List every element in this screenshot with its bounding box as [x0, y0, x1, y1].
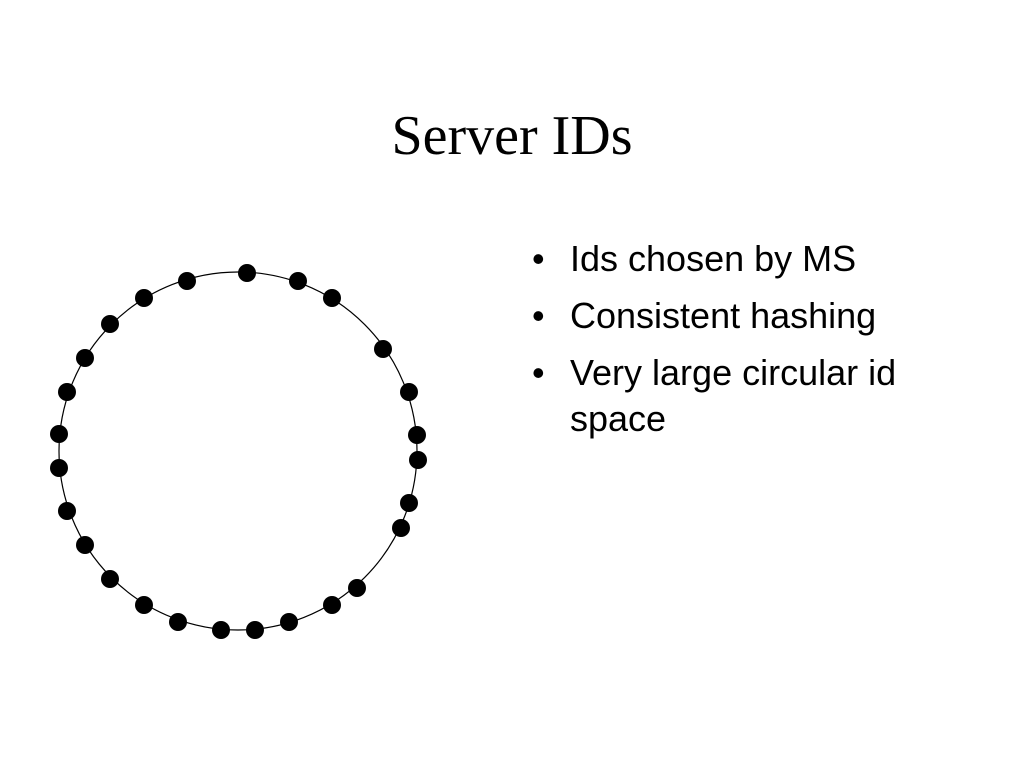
server-node	[135, 596, 153, 614]
server-node	[101, 570, 119, 588]
server-node	[50, 459, 68, 477]
server-node	[323, 289, 341, 307]
server-node	[101, 315, 119, 333]
server-node	[289, 272, 307, 290]
bullet-text: Consistent hashing	[570, 295, 877, 336]
slide-title: Server IDs	[391, 105, 633, 167]
server-node	[280, 613, 298, 631]
server-node	[408, 426, 426, 444]
bullet-text: Very large circular id space	[570, 352, 897, 439]
server-node	[409, 451, 427, 469]
server-node	[76, 536, 94, 554]
server-node	[400, 383, 418, 401]
server-nodes	[50, 264, 427, 639]
server-node	[135, 289, 153, 307]
server-node	[374, 340, 392, 358]
bullet-item: • Very large circular id space	[528, 350, 968, 442]
server-node	[392, 519, 410, 537]
server-node	[212, 621, 230, 639]
bullet-marker: •	[532, 352, 545, 393]
server-node	[178, 272, 196, 290]
server-node	[50, 425, 68, 443]
server-node	[348, 579, 366, 597]
server-node	[323, 596, 341, 614]
bullet-marker: •	[532, 295, 545, 336]
server-node	[400, 494, 418, 512]
bullet-list: • Ids chosen by MS • Consistent hashing …	[528, 236, 968, 453]
server-node	[58, 383, 76, 401]
server-node	[169, 613, 187, 631]
server-node	[58, 502, 76, 520]
server-node	[246, 621, 264, 639]
bullet-marker: •	[532, 238, 545, 279]
bullet-item: • Ids chosen by MS	[528, 236, 968, 282]
bullet-item: • Consistent hashing	[528, 293, 968, 339]
server-node	[238, 264, 256, 282]
id-ring	[58, 271, 418, 631]
server-node	[76, 349, 94, 367]
bullet-text: Ids chosen by MS	[570, 238, 857, 279]
